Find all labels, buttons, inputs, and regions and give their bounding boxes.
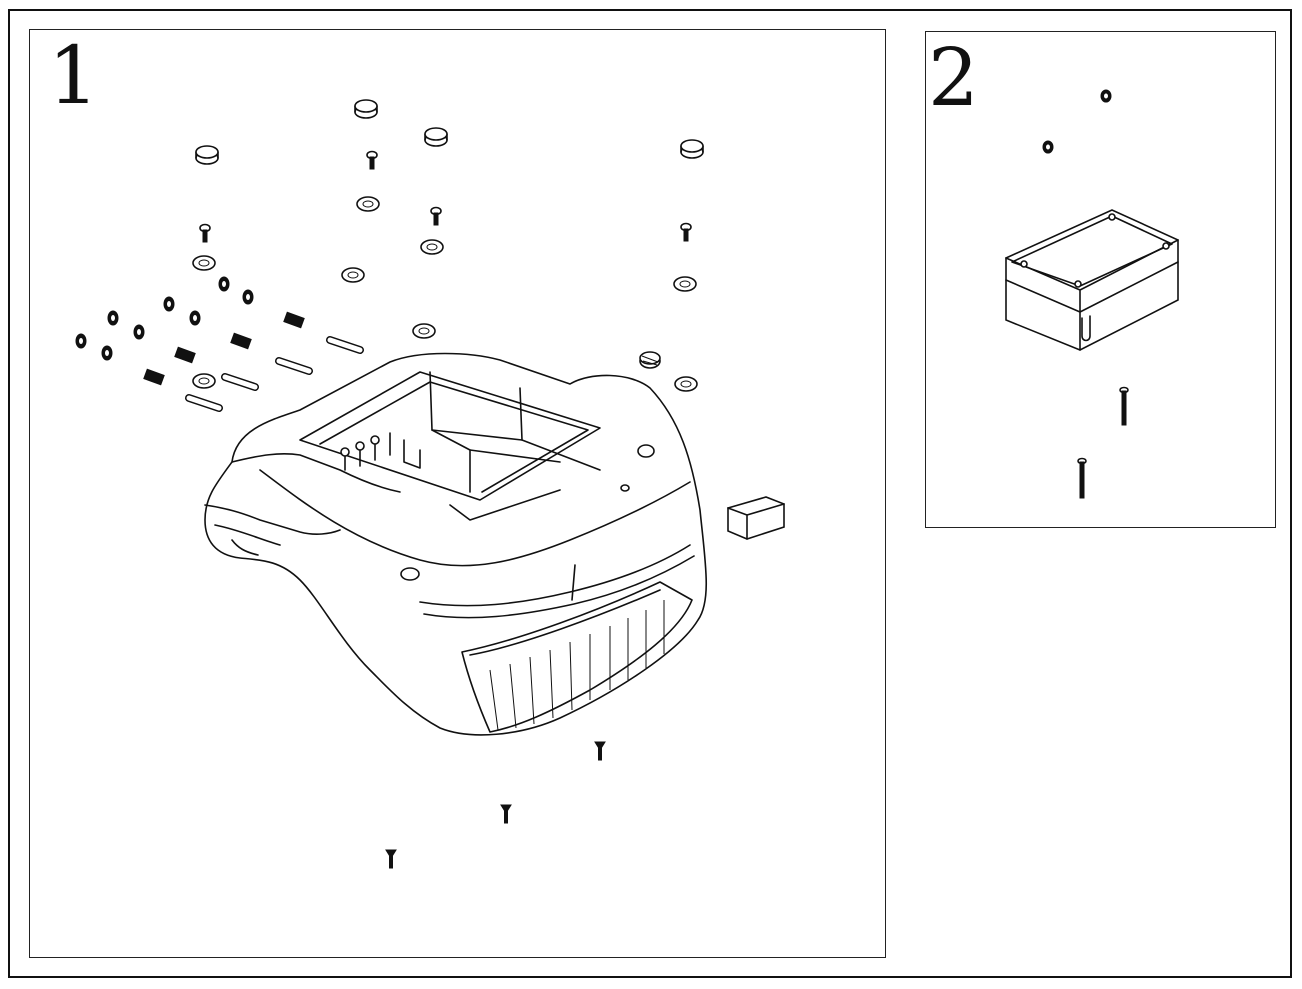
foam-block: [727, 496, 785, 540]
step-number: 2: [928, 31, 979, 124]
battery-box: [1005, 209, 1179, 351]
panel-1: 1: [29, 29, 886, 958]
panel-2-screws: [1077, 386, 1129, 499]
caps: [195, 99, 704, 165]
nuts: [75, 276, 254, 361]
grommet: [639, 351, 661, 369]
panel-2-nuts: [1042, 89, 1112, 154]
screws: [199, 150, 692, 243]
outer-frame: [8, 9, 1292, 978]
base-housing: [204, 352, 708, 736]
bottom-screws: [385, 741, 606, 869]
step-number: 1: [48, 29, 99, 122]
